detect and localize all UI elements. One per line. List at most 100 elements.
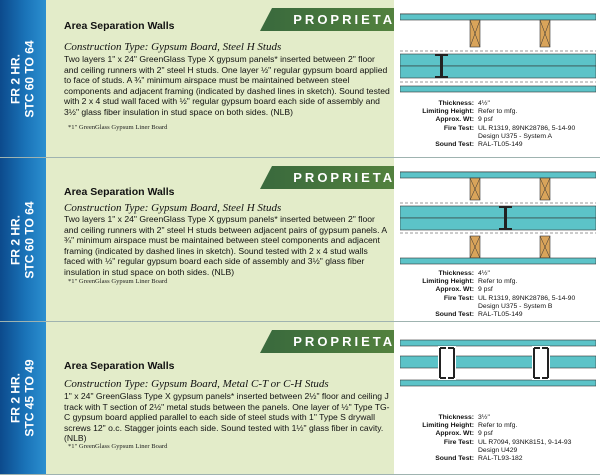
weight-value: 9 psf [478, 286, 493, 294]
gypsum-board-face [400, 85, 596, 93]
rating-sidebar: FR 2 HR. STC 45 TO 49 [0, 322, 46, 474]
spec-label: Sound Test: [435, 141, 474, 149]
steel-h-stud [440, 54, 443, 78]
gypsum-board-face [400, 339, 596, 347]
stud-cross-d [539, 177, 551, 201]
assembly-section: FR 2 HR. STC 60 TO 64 PROPRIETARY Area S… [0, 0, 600, 158]
thickness-value: 3½" [478, 414, 490, 421]
thickness-value: 4½" [478, 270, 490, 277]
spec-label: Approx. Wt: [435, 286, 474, 294]
spec-label: Limiting Height: [422, 108, 474, 116]
construction-type: Construction Type: Gypsum Board, Steel H… [64, 41, 282, 53]
wall-section-diagram [400, 171, 596, 265]
gypsum-board-face [400, 171, 596, 179]
stud-cross-h [539, 235, 551, 259]
assembly-body: PROPRIETARY Area Separation Walls Constr… [46, 0, 440, 157]
assembly-body: PROPRIETARY Area Separation Walls Constr… [46, 322, 440, 474]
footnote: *1" GreenGlass Gypsum Liner Board [68, 443, 168, 450]
spec-label: Fire Test: [443, 124, 474, 132]
fire-test-design: Design U429 [478, 446, 518, 454]
gypsum-panel [400, 205, 596, 219]
spec-label: Limiting Height: [422, 422, 474, 430]
assembly-body: PROPRIETARY Area Separation Walls Constr… [46, 158, 440, 321]
h-stud-flange-top [499, 206, 512, 208]
limiting-height-value: Refer to mfg. [478, 108, 518, 116]
gypsum-panel [400, 355, 596, 369]
gypsum-panel [400, 53, 596, 67]
spec-label-empty [400, 133, 478, 141]
spec-label: Sound Test: [435, 455, 474, 463]
weight-value: 9 psf [478, 430, 493, 438]
gypsum-board-face [400, 257, 596, 265]
assembly-section: FR 2 HR. STC 60 TO 64 PROPRIETARY Area S… [0, 158, 600, 322]
footnote: *1" GreenGlass Gypsum Liner Board [68, 278, 168, 285]
sound-test-value: RAL-TL93-182 [478, 455, 523, 463]
fire-test-value: UL R1319, 89NK28786, 5-14-90 [478, 294, 576, 302]
limiting-height-value: Refer to mfg. [478, 278, 518, 286]
spec-table: Thickness: 3½" Limiting Height: Refer to m… [400, 414, 600, 463]
stc-rating-label: STC 60 TO 64 [23, 39, 37, 118]
stc-rating-label: STC 45 TO 49 [23, 359, 37, 437]
h-stud-flange-bottom [435, 76, 448, 78]
spec-label-empty [400, 303, 478, 311]
assembly-title: Area Separation Walls [64, 20, 175, 32]
construction-type: Construction Type: Gypsum Board, Steel H… [64, 202, 282, 214]
thickness-value: 4½" [478, 100, 490, 107]
spec-label: Fire Test: [443, 438, 474, 446]
stud-cross-f [469, 235, 481, 259]
spec-label: Fire Test: [443, 294, 474, 302]
h-stud-flange-bottom [499, 228, 512, 230]
fire-rating-label: FR 2 HR. [9, 373, 23, 424]
footnote: *1" GreenGlass Gypsum Liner Board [68, 124, 168, 131]
stud-cross-b [469, 19, 481, 48]
spec-label: Thickness: [438, 100, 474, 107]
spec-table: Thickness: 4½" Limiting Height: Refer to m… [400, 100, 600, 149]
construction-type: Construction Type: Gypsum Board, Metal C… [64, 378, 329, 390]
assembly-title: Area Separation Walls [64, 186, 175, 198]
fire-rating-label: FR 2 HR. [9, 214, 23, 265]
wall-section-diagram [400, 339, 596, 387]
assembly-section: FR 2 HR. STC 45 TO 49 PROPRIETARY Area S… [0, 322, 600, 475]
fire-test-value: UL R7094, 93NK8151, 9-14-93 [478, 438, 572, 446]
assembly-title: Area Separation Walls [64, 360, 175, 372]
sound-test-value: RAL-TL05-149 [478, 311, 523, 319]
stud-cross-d [539, 19, 551, 48]
sound-test-value: RAL-TL05-149 [478, 141, 523, 149]
gypsum-panel [400, 217, 596, 231]
metal-ch-stud [533, 347, 549, 379]
assembly-description: 1" x 24" GreenGlass Type X gypsum panels… [64, 391, 390, 444]
assembly-description: Two layers 1" x 24" GreenGlass Type X gy… [64, 214, 387, 277]
spec-label: Approx. Wt: [435, 116, 474, 124]
detail-panel: Thickness: 3½" Limiting Height: Refer to m… [394, 322, 600, 474]
rating-sidebar: FR 2 HR. STC 60 TO 64 [0, 0, 46, 157]
gypsum-board-face [400, 379, 596, 387]
h-stud-flange-top [435, 54, 448, 56]
steel-h-stud [504, 206, 507, 230]
limiting-height-value: Refer to mfg. [478, 422, 518, 430]
stud-cross-b [469, 177, 481, 201]
detail-panel: Thickness: 4½" Limiting Height: Refer to m… [394, 158, 600, 321]
stud-gap-b [532, 346, 550, 380]
spec-label-empty [400, 447, 478, 455]
metal-ct-stud [439, 347, 455, 379]
spec-label: Approx. Wt: [435, 430, 474, 438]
weight-value: 9 psf [478, 116, 493, 124]
assembly-description: Two layers 1" x 24" GreenGlass Type X gy… [64, 54, 390, 117]
gypsum-board-face [400, 13, 596, 21]
stud-gap-a [438, 346, 456, 380]
spec-label: Thickness: [438, 414, 474, 421]
stc-rating-label: STC 60 TO 64 [23, 200, 37, 279]
wall-section-diagram [400, 13, 596, 93]
spec-label: Limiting Height: [422, 278, 474, 286]
fire-rating-label: FR 2 HR. [9, 53, 23, 104]
spec-table: Thickness: 4½" Limiting Height: Refer to m… [400, 270, 600, 319]
spec-label: Thickness: [438, 270, 474, 277]
rating-sidebar: FR 2 HR. STC 60 TO 64 [0, 158, 46, 321]
fire-test-value: UL R1319, 89NK28786, 5-14-90 [478, 124, 576, 132]
fire-test-design: Design U375 - System A [478, 132, 553, 140]
spec-label: Sound Test: [435, 311, 474, 319]
fire-test-design: Design U375 - System B [478, 302, 553, 310]
gypsum-panel [400, 65, 596, 79]
detail-panel: Thickness: 4½" Limiting Height: Refer to m… [394, 0, 600, 157]
